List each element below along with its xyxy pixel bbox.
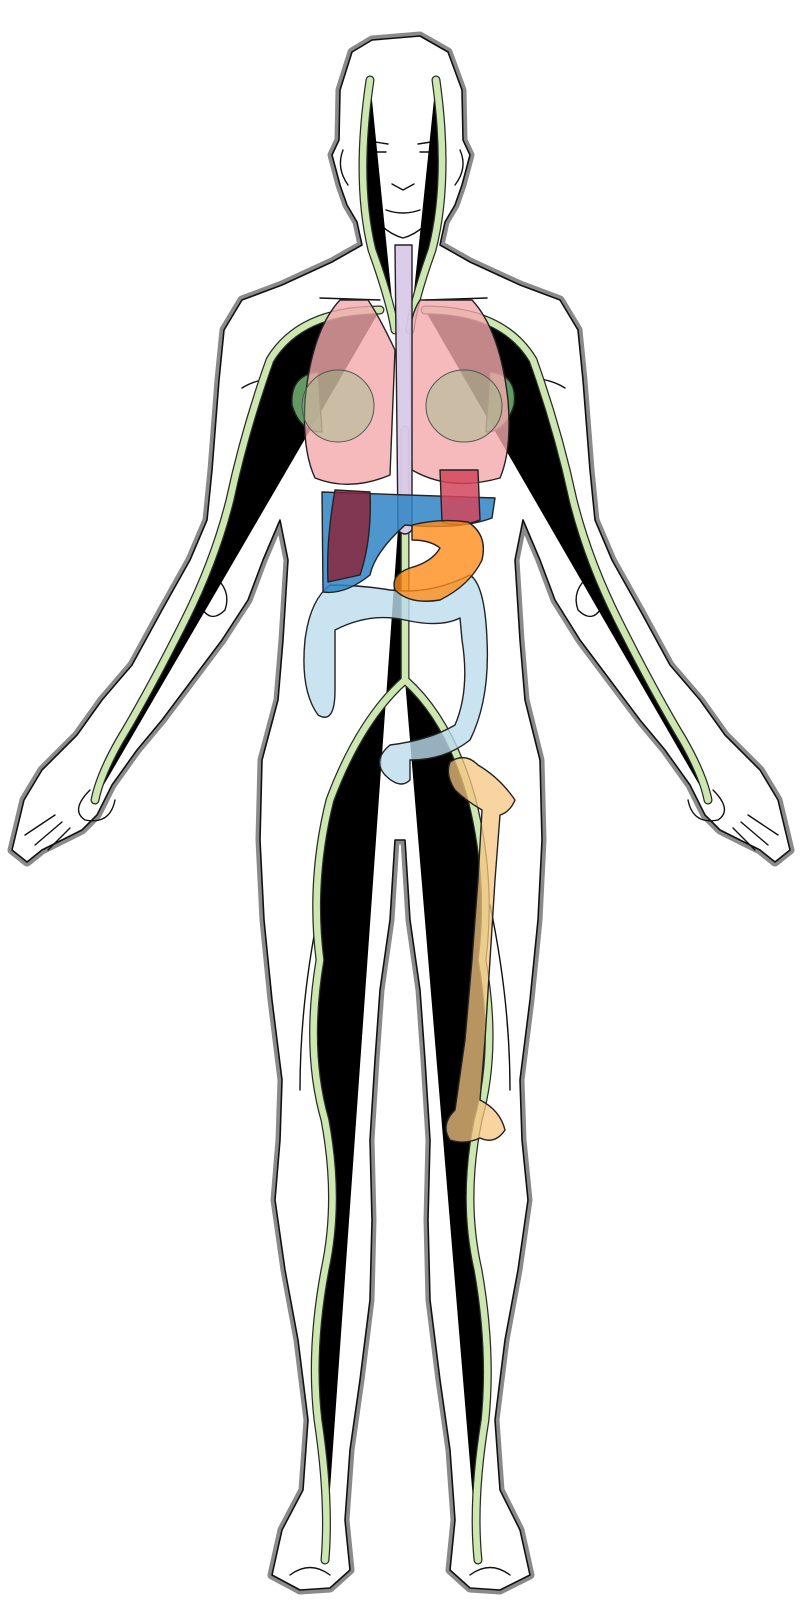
right-breast-overlay: [426, 370, 502, 442]
feet-detail: [25, 815, 778, 1575]
trachea: [395, 245, 412, 534]
heart-region: [440, 470, 480, 525]
left-breast-overlay: [302, 370, 374, 442]
